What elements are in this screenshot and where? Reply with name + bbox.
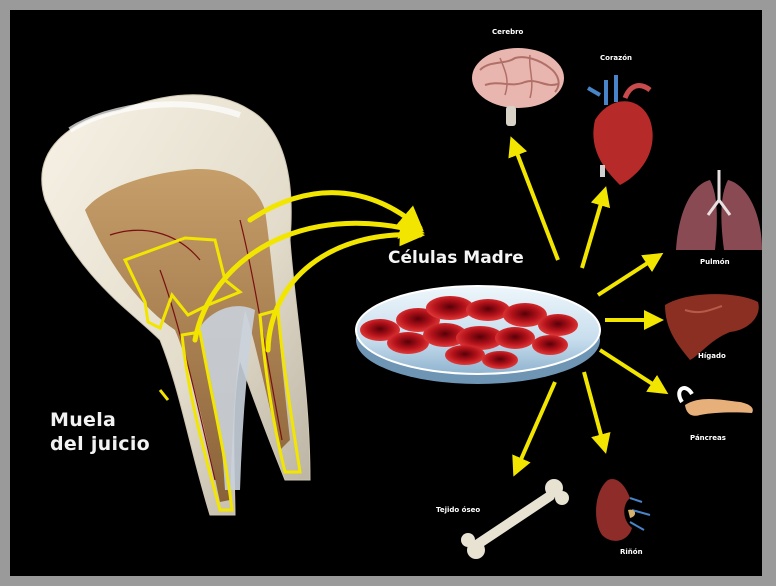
petri-dish xyxy=(356,286,600,384)
label-pancreas: Páncreas xyxy=(690,434,726,442)
label-corazon: Corazón xyxy=(600,54,632,62)
lungs-icon xyxy=(676,170,762,250)
pancreas-icon xyxy=(679,388,753,416)
tooth-label-line1: Muela xyxy=(50,408,150,432)
tooth-label-line2: del juicio xyxy=(50,432,150,456)
liver-icon xyxy=(665,294,759,360)
kidney-icon xyxy=(596,479,650,541)
diagram-panel: Muela del juicio Células Madre Cerebro C… xyxy=(10,10,762,576)
brain-icon xyxy=(472,48,564,126)
label-pulmon: Pulmón xyxy=(700,258,730,266)
label-higado: Hígado xyxy=(698,352,726,360)
stem-cells-title: Células Madre xyxy=(388,248,524,268)
tooth-label: Muela del juicio xyxy=(50,408,150,456)
label-tejido-oseo: Tejido óseo xyxy=(436,506,480,514)
label-cerebro: Cerebro xyxy=(492,28,523,36)
stem-cell-diagram xyxy=(10,10,762,576)
label-rinon: Riñón xyxy=(620,548,643,556)
bone-icon xyxy=(461,479,569,559)
heart-icon xyxy=(588,75,653,185)
